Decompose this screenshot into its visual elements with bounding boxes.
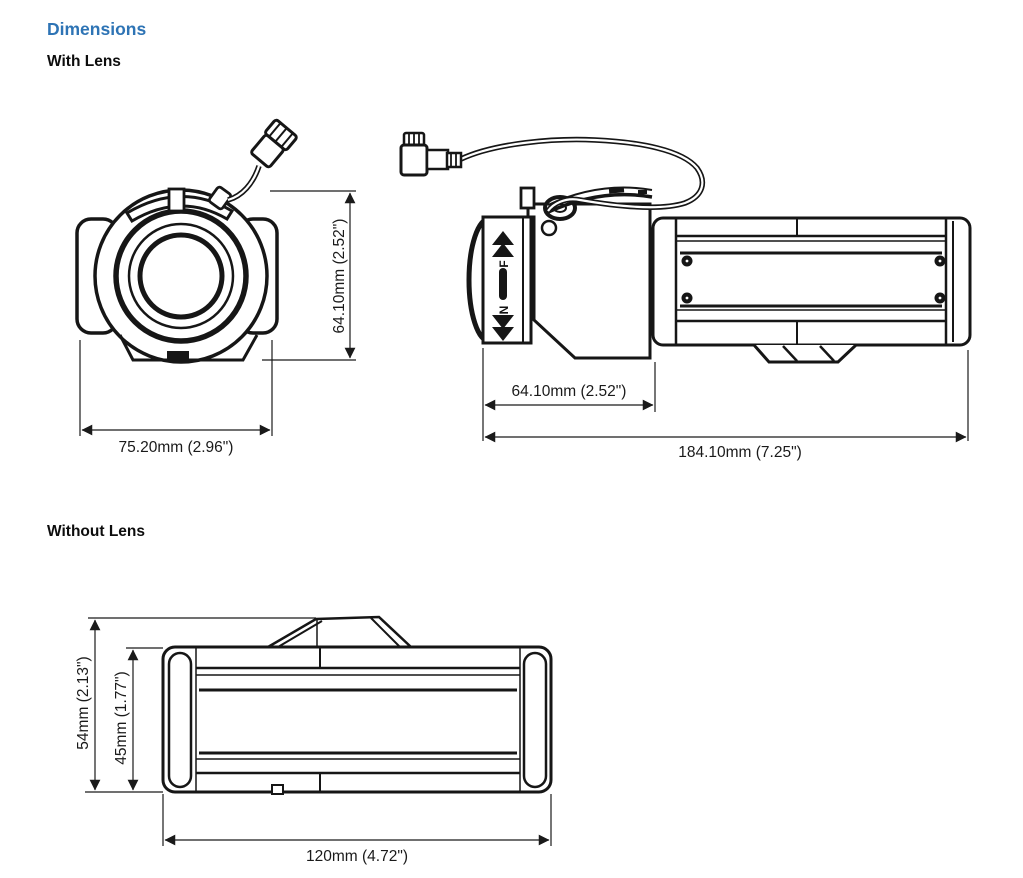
- focus-indicator: F N: [492, 231, 514, 341]
- body-height-dimension: 45mm (1.77"): [113, 647, 163, 791]
- iris-connector-side: [399, 131, 463, 177]
- focus-near-label: N: [497, 306, 511, 315]
- side-view-without-lens-drawing: 54mm (2.13") 45mm (1.77") 120mm (4.72"): [75, 615, 553, 865]
- dimension-label-body-height: 45mm (1.77"): [113, 671, 130, 764]
- side-view-with-lens-drawing: F N: [399, 131, 972, 461]
- focus-far-label: F: [497, 260, 511, 267]
- side-total-length-dimension: 184.10mm (7.25"): [484, 350, 969, 461]
- front-width-dimension: 75.20mm (2.96"): [79, 340, 273, 456]
- body-length-dimension: 120mm (4.72"): [162, 794, 552, 865]
- front-height-dimension: 64.10mm (2.52"): [262, 190, 356, 361]
- side-lens-length-dimension: 64.10mm (2.52"): [482, 348, 656, 441]
- front-view-with-lens-drawing: 64.10mm (2.52") 75.20mm (2.96"): [75, 118, 356, 456]
- body-total-height-dimension: 54mm (2.13"): [75, 617, 316, 793]
- iris-connector-front: [250, 118, 298, 169]
- dimension-label-total-height: 54mm (2.13"): [75, 656, 92, 749]
- dimension-label-front-height: 64.10mm (2.52"): [331, 219, 348, 334]
- page-title: Dimensions: [47, 19, 147, 39]
- section-heading-without-lens: Without Lens: [47, 523, 146, 540]
- body-screws: [681, 255, 946, 304]
- dimension-label-total-length: 184.10mm (7.25"): [678, 444, 802, 461]
- dimension-label-lens-length: 64.10mm (2.52"): [512, 383, 627, 400]
- section-heading-with-lens: With Lens: [47, 53, 121, 70]
- dimension-label-front-width: 75.20mm (2.96"): [119, 439, 234, 456]
- dimension-label-body-length: 120mm (4.72"): [306, 848, 408, 865]
